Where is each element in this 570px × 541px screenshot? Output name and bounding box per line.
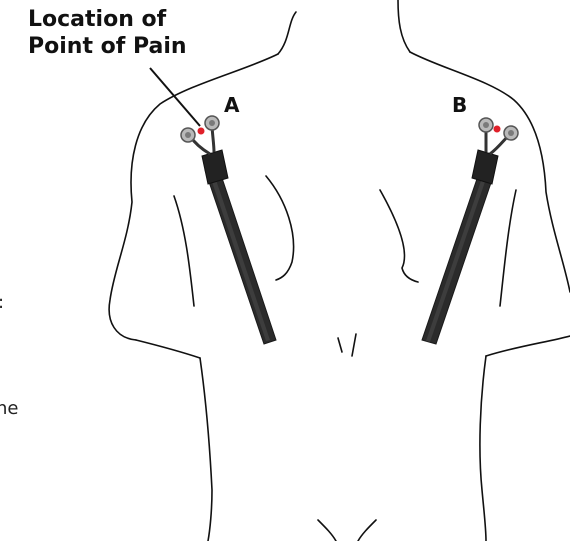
right-scapula-line xyxy=(380,190,418,282)
callout-leader-line xyxy=(150,68,200,126)
tool-b-grip xyxy=(472,150,498,184)
massage-tool-icon xyxy=(181,116,276,344)
tool-a-grip xyxy=(202,150,228,184)
pain-dot-icon xyxy=(198,128,205,135)
left-arm-crease xyxy=(174,196,194,306)
left-arm-bottom-line xyxy=(136,340,200,358)
right-arm-bottom-line xyxy=(486,336,570,356)
tool-b-head-right-center xyxy=(508,130,514,136)
callout-line-2: Point of Pain xyxy=(28,33,187,60)
cropped-text-fragment: : xyxy=(0,292,4,313)
left-scapula-line xyxy=(266,176,294,280)
tool-a-head-right-center xyxy=(209,120,215,126)
tool-a-shaft-highlight xyxy=(208,168,270,341)
right-arm-crease xyxy=(500,190,516,306)
right-torso-line xyxy=(480,356,486,541)
callout-line-1: Location of xyxy=(28,6,187,33)
point-a-label: A xyxy=(224,94,239,116)
callout-label: Location of Point of Pain xyxy=(28,6,187,60)
point-b-label: B xyxy=(452,94,467,116)
torso-outline xyxy=(109,0,570,541)
spine-mark-left xyxy=(338,338,342,352)
lower-back-mark-right xyxy=(358,520,376,541)
tool-b-shaft-highlight xyxy=(426,172,488,342)
cropped-text-fragment: ne xyxy=(0,398,18,419)
pain-dot-icon xyxy=(494,126,501,133)
neck-left-line xyxy=(278,12,296,54)
lower-back-mark-left xyxy=(318,520,336,541)
tool-b-head-left-center xyxy=(483,122,489,128)
left-torso-line xyxy=(200,358,212,541)
spine-mark-right xyxy=(352,334,356,356)
neck-right-line xyxy=(398,0,410,52)
massage-tool-icon xyxy=(422,118,518,344)
tool-a-head-left-center xyxy=(185,132,191,138)
